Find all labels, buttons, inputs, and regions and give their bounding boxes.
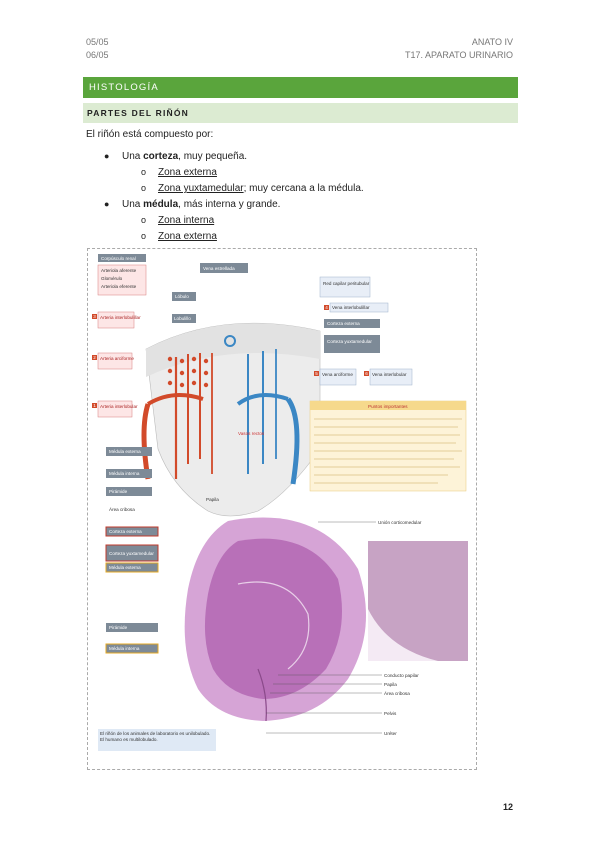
label-group-top-left: Corpúsculo renal Arteriola aferente Glom… [92,254,152,512]
label-arteriola-eferente: Arteriola eferente [101,284,137,289]
svg-text:3: 3 [93,314,96,319]
label-vasos-rectos: Vasos rectos [238,431,265,436]
label-piramide-2: Pirámide [109,625,128,630]
header-dates: 05/05 06/05 [86,36,109,61]
label-area-cribosa-2: Área cribosa [384,690,410,696]
svg-text:5: 5 [315,371,318,376]
list-item-corteza: Una corteza, muy pequeña. [122,151,248,162]
sub-bullet-icon: o [141,231,147,241]
label-area-cribosa: Área cribosa [109,506,135,512]
sub-bullet-icon: o [141,215,147,225]
sub-bullet-icon: o [141,167,147,177]
header-date-2: 06/05 [86,49,109,60]
label-glomerulo: Glomérulo [101,276,123,281]
svg-text:6: 6 [365,371,368,376]
label-corteza-yuxtamedular-2: Corteza yuxtamedular [109,551,154,556]
label-union-corticomedular: Unión corticomedular [378,520,422,525]
label-corteza-yuxtamedular: Corteza yuxtamedular [327,339,372,344]
intro-text: El riñón está compuesto por: [86,129,214,140]
label-vena-estrellada: Vena estrellada [203,266,235,271]
bullet-icon: ● [104,151,110,161]
label-corteza-externa: Corteza externa [327,321,360,326]
term-zona-externa: Zona externa [158,167,217,178]
figure-caption: El riñón de los animales de laboratorio … [98,729,216,751]
list-subitem: Zona externa [158,231,217,242]
label-group-top-right: Red capilar peritubular 4 Vena interlobu… [314,276,413,386]
subsection-title: PARTES DEL RIÑÓN [87,108,190,118]
label-papila-2: Papila [384,682,397,687]
header-course: ANATO IV T17. APARATO URINARIO [405,36,513,61]
label-group-bottom-right: Unión corticomedular Conducto papilar Pa… [266,520,422,736]
term-zona-externa-medula: Zona externa [158,231,217,242]
label-vena-interlobulillar: Vena interlobulillar [332,305,370,310]
header-subject: ANATO IV [471,37,513,47]
subsection-title-bar: PARTES DEL RIÑÓN [83,103,518,123]
lobe-diagram [141,322,321,517]
section-title-bar: HISTOLOGÍA [83,77,518,98]
label-arteria-interlobulillar: Arteria interlobulillar [100,315,141,320]
label-vena-arciforme: Vena arciforme [322,372,353,377]
list-subitem: Zona externa [158,167,217,178]
list-subitem: Zona interna [158,215,214,226]
list-subitem: Zona yuxtamedular; muy cercana a la médu… [158,183,364,194]
label-arteria-arciforme: Arteria arciforme [100,356,134,361]
label-vena-interlobular: Vena interlobular [372,372,407,377]
histology-section [184,517,468,722]
label-red-capilar: Red capilar peritubular [323,281,370,286]
kidney-figure: Corpúsculo renal Arteriola aferente Glom… [87,248,477,770]
page-number: 12 [502,802,513,812]
label-medula-externa: Médula externa [109,449,141,454]
label-group-bottom-left: Corteza externa Corteza yuxtamedular Méd… [105,526,159,654]
term-medula: médula [143,199,179,210]
label-lobulillo: Lobulillo [174,316,191,321]
label-arteriola-aferente: Arteriola aferente [101,268,137,273]
label-pelvis: Pelvis [384,711,397,716]
label-medula-interna: Médula interna [109,471,140,476]
caption-text: El riñón de los animales de laboratorio … [100,731,211,742]
term-corteza: corteza [143,151,179,162]
label-conducto-papilar: Conducto papilar [384,673,419,678]
label-lobulo: Lóbulo [175,294,189,299]
label-medula-externa-2: Médula externa [109,565,141,570]
sub-bullet-icon: o [141,183,147,193]
term-zona-interna: Zona interna [158,215,215,226]
label-corpusculo: Corpúsculo renal [101,256,136,261]
label-corteza-externa-2: Corteza externa [109,529,142,534]
key-points-box: Puntos importantes [309,400,467,492]
bullet-icon: ● [104,199,110,209]
list-item-medula: Una médula, más interna y grande. [122,199,281,210]
term-zona-yuxtamedular: Zona yuxtamedular [158,183,244,194]
header-date-1: 05/05 [86,37,109,47]
kidney-illustration: Corpúsculo renal Arteriola aferente Glom… [92,254,468,751]
key-points-title: Puntos importantes [368,404,408,409]
label-medula-interna-2: Médula interna [109,646,140,651]
svg-text:1: 1 [93,403,96,408]
label-ureter: Uréter [384,731,397,736]
svg-text:4: 4 [325,305,328,310]
label-piramide: Pirámide [109,489,128,494]
label-arteria-interlobular: Arteria interlobular [100,404,138,409]
header-topic: T17. APARATO URINARIO [404,49,513,60]
label-group-top-mid: Vena estrellada Lóbulo Lobulillo Vasos r… [172,263,265,502]
svg-text:2: 2 [93,355,96,360]
section-title: HISTOLOGÍA [89,82,159,93]
label-papila: Papila [206,497,219,502]
